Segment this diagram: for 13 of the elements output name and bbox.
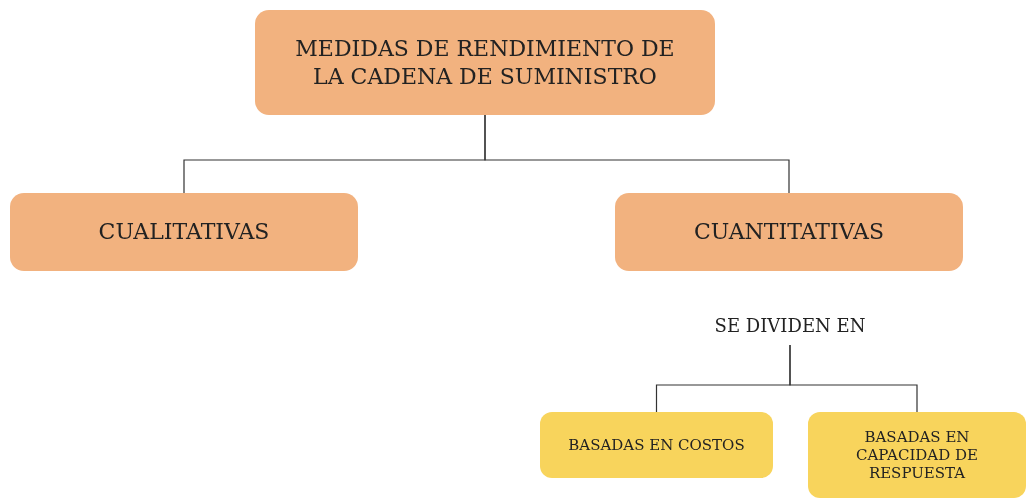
subcategory-box bbox=[808, 412, 1026, 498]
subcategory-box bbox=[540, 412, 773, 478]
node-label: CUALITATIVAS bbox=[98, 218, 270, 246]
node-label: BASADAS EN COSTOS bbox=[568, 436, 745, 454]
node-label: SE DIVIDEN EN bbox=[714, 314, 866, 336]
category-box bbox=[10, 193, 358, 271]
connector-line bbox=[484, 114, 790, 194]
title-box bbox=[255, 10, 715, 115]
node-label: BASADAS EN CAPACIDAD DE RESPUESTA bbox=[855, 428, 979, 482]
category-box bbox=[615, 193, 963, 271]
connector-line bbox=[789, 344, 918, 413]
node-label: MEDIDAS DE RENDIMIENTO DE LA CADENA DE SUMINISTRO bbox=[294, 35, 676, 90]
node-label: CUANTITATIVAS bbox=[693, 218, 885, 246]
